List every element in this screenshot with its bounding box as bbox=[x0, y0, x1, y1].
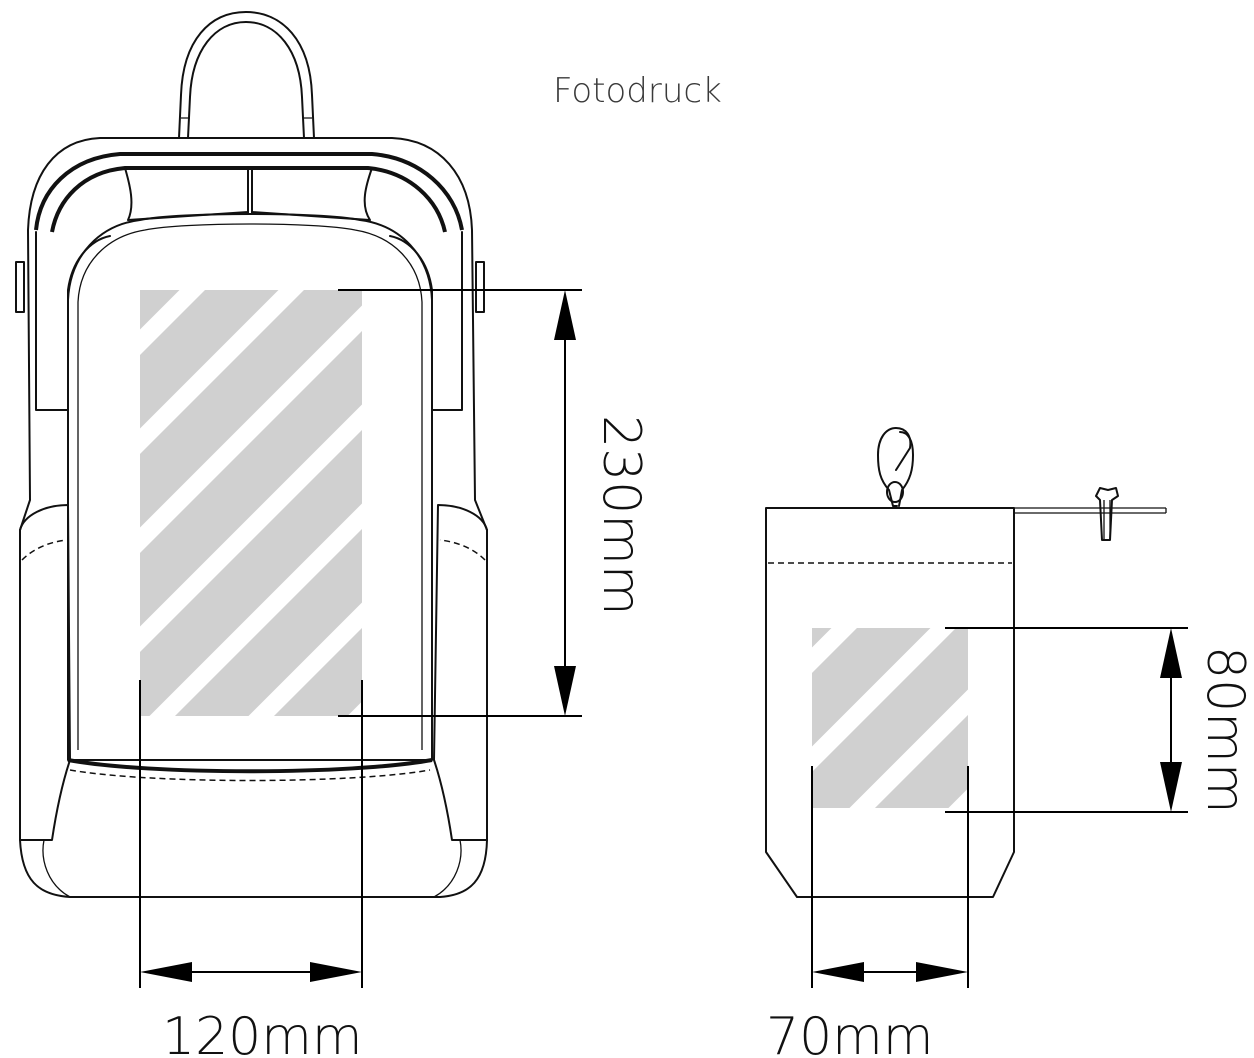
diagram-title: Fotodruck bbox=[553, 71, 722, 111]
arrow-up-icon bbox=[554, 290, 576, 340]
arrow-left-icon bbox=[140, 962, 192, 982]
backpack-height-label: 230mm bbox=[591, 415, 651, 616]
pouch-width-label: 70mm bbox=[766, 1007, 933, 1058]
pouch-print-area bbox=[812, 628, 968, 808]
pouch-height-label: 80mm bbox=[1195, 646, 1254, 813]
arrow-right-icon bbox=[916, 962, 968, 982]
arrow-down-icon bbox=[554, 666, 576, 716]
arrow-down-icon bbox=[1160, 762, 1182, 812]
pouch-height-dimension: 80mm bbox=[945, 627, 1254, 813]
backpack-width-label: 120mm bbox=[162, 1007, 363, 1058]
arrow-right-icon bbox=[310, 962, 362, 982]
backpack-height-dimension: 230mm bbox=[338, 289, 651, 717]
backpack-print-area bbox=[140, 290, 362, 716]
arrow-up-icon bbox=[1160, 628, 1182, 678]
arrow-left-icon bbox=[812, 962, 864, 982]
backpack-width-dimension: 120mm bbox=[139, 680, 363, 1058]
backpack-drawing bbox=[15, 11, 488, 898]
pouch-width-dimension: 70mm bbox=[766, 766, 969, 1058]
pouch-drawing bbox=[765, 427, 1167, 898]
